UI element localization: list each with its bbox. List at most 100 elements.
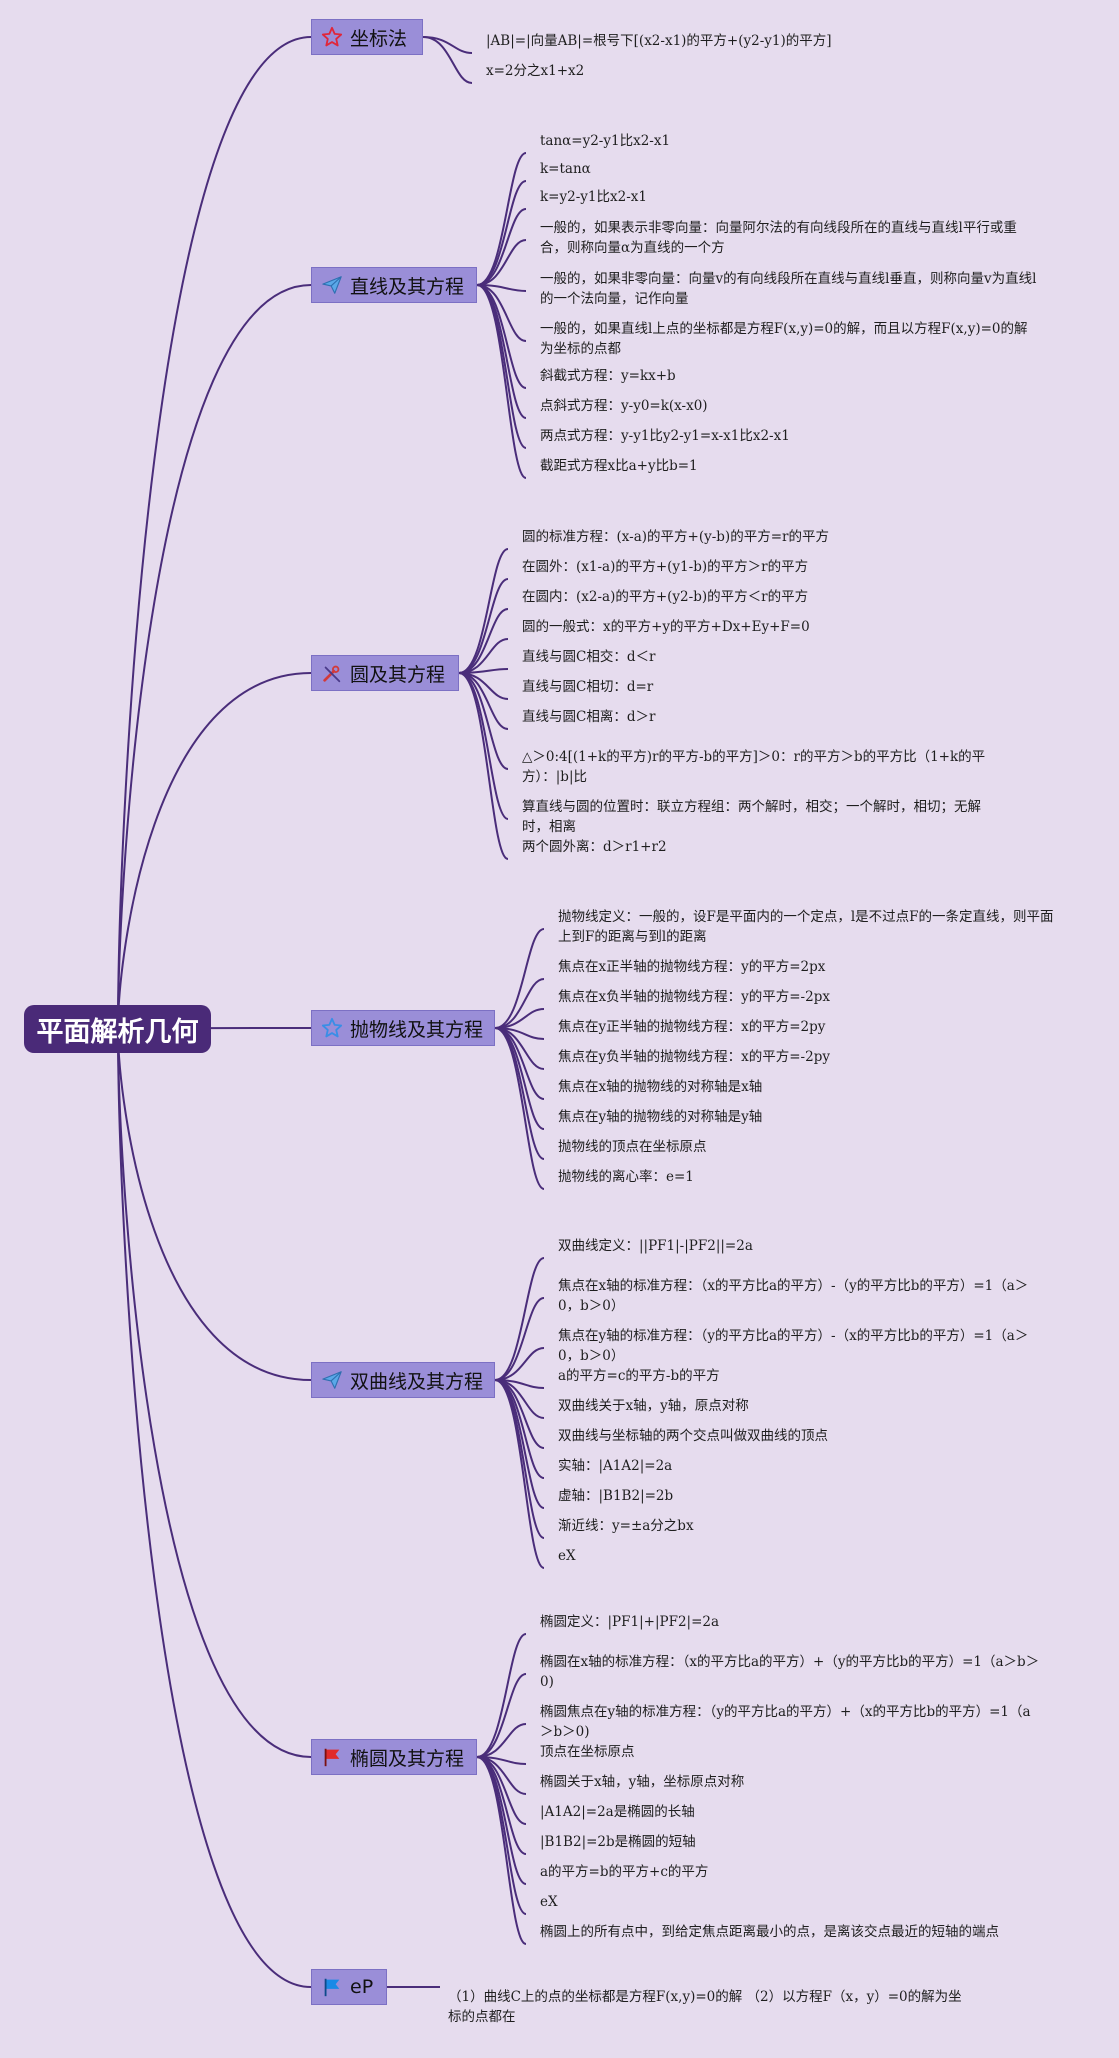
branch-label: 圆及其方程: [350, 663, 446, 686]
leaf-text: 斜截式方程：y=kx+b: [540, 368, 676, 384]
leaf-link: [422, 36, 473, 84]
leaf-text: 圆的一般式：x的平方+y的平方+Dx+Ey+F=0: [522, 619, 810, 635]
leaf-text: 截距式方程x比a+y比b=1: [540, 458, 698, 474]
root-link-6: [117, 1028, 312, 1758]
leaf-text: △＞0:4[(1+k的平方)r的平方-b的平方]＞0：r的平方＞b的平方比（1+…: [522, 749, 986, 785]
branch-label: 直线及其方程: [350, 275, 465, 298]
leaf-text: 椭圆关于x轴，y轴，坐标原点对称: [540, 1774, 745, 1790]
leaf-text: 实轴：|A1A2|=2a: [558, 1458, 673, 1474]
leaf-text: 椭圆定义：|PF1|+|PF2|=2a: [540, 1614, 720, 1630]
leaf-link: [494, 928, 545, 1029]
leaf-text: 一般的，如果表示非零向量：向量阿尔法的有向线段所在的直线与直线l平行或重合，则称…: [540, 220, 1017, 256]
paper-plane-icon: [320, 1368, 344, 1392]
leaf-text: k=y2-y1比x2-x1: [540, 189, 647, 205]
root-link-7: [117, 1028, 312, 1988]
leaf-text: k=tanα: [540, 161, 591, 177]
root-node[interactable]: 平面解析几何: [24, 1005, 211, 1053]
branch-node-3[interactable]: 圆及其方程: [311, 655, 459, 691]
branch-node-7[interactable]: eP: [311, 1969, 387, 2005]
leaf-text: 抛物线的顶点在坐标原点: [558, 1139, 707, 1155]
branch-node-2[interactable]: 直线及其方程: [311, 267, 477, 303]
leaf-text: 椭圆在x轴的标准方程：（x的平方比a的平方）+（y的平方比b的平方）=1（a＞b…: [540, 1654, 1040, 1690]
branch-label: 椭圆及其方程: [350, 1747, 465, 1770]
branch-node-4[interactable]: 抛物线及其方程: [311, 1010, 495, 1046]
leaf-link: [476, 180, 527, 286]
leaf-text: 直线与圆C相交：d＜r: [522, 649, 656, 665]
leaf-text: a的平方=c的平方-b的平方: [558, 1368, 720, 1384]
leaf-text: 焦点在y轴的标准方程：（y的平方比a的平方）-（x的平方比b的平方）=1（a＞0…: [558, 1328, 1029, 1364]
leaf-link: [476, 1723, 527, 1758]
leaf-text: 焦点在y正半轴的抛物线方程：x的平方=2py: [558, 1019, 826, 1035]
paper-plane-icon: [320, 273, 344, 297]
leaf-text: 顶点在坐标原点: [540, 1744, 635, 1760]
leaf-text: |A1A2|=2a是椭圆的长轴: [540, 1804, 695, 1820]
leaf-text: 焦点在x负半轴的抛物线方程：y的平方=-2px: [558, 989, 830, 1005]
leaf-text: eX: [558, 1548, 576, 1564]
branch-label: 双曲线及其方程: [350, 1370, 484, 1393]
leaf-link: [494, 1027, 545, 1190]
leaf-text: 算直线与圆的位置时：联立方程组：两个解时，相交；一个解时，相切；无解时，相离: [522, 799, 981, 835]
branch-node-5[interactable]: 双曲线及其方程: [311, 1362, 495, 1398]
leaf-link: [476, 284, 527, 479]
leaf-text: x=2分之x1+x2: [486, 63, 585, 79]
leaf-text: 焦点在x轴的抛物线的对称轴是x轴: [558, 1079, 763, 1095]
leaf-link: [458, 548, 509, 674]
leaf-text: tanα=y2-y1比x2-x1: [540, 133, 671, 149]
root-link-1: [117, 36, 312, 1030]
leaf-text: 抛物线的离心率：e=1: [558, 1169, 694, 1185]
leaf-link: [476, 239, 527, 286]
leaf-text: 焦点在x正半轴的抛物线方程：y的平方=2px: [558, 959, 826, 975]
leaf-text: 圆的标准方程：(x-a)的平方+(y-b)的平方=r的平方: [522, 529, 829, 545]
branch-node-6[interactable]: 椭圆及其方程: [311, 1739, 477, 1775]
leaf-link: [476, 284, 527, 342]
leaf-link: [458, 578, 509, 674]
leaf-link: [494, 1257, 545, 1381]
leaf-text: 抛物线定义：一般的，设F是平面内的一个定点，l是不过点F的一条定直线，则平面上到…: [558, 909, 1054, 945]
root-link-2: [117, 284, 312, 1030]
root-link-5: [117, 1028, 312, 1381]
star-outline-icon: [320, 25, 344, 49]
branch-label: 坐标法: [350, 27, 408, 50]
leaf-link: [476, 152, 527, 286]
leaf-text: 椭圆焦点在y轴的标准方程：（y的平方比a的平方）+（x的平方比b的平方）=1（a…: [540, 1704, 1031, 1740]
tools-icon: [320, 661, 344, 685]
leaf-text: 虚轴：|B1B2|=2b: [558, 1488, 674, 1504]
leaf-text: 渐近线：y=±a分之bx: [558, 1518, 694, 1534]
leaf-link: [458, 672, 509, 860]
leaf-link: [476, 1673, 527, 1758]
leaf-link: [458, 672, 509, 770]
leaf-text: 点斜式方程：y-y0=k(x-x0): [540, 398, 708, 414]
leaf-text: 焦点在y负半轴的抛物线方程：x的平方=-2py: [558, 1049, 830, 1065]
red-flag-icon: [320, 1745, 344, 1769]
leaf-link: [422, 36, 473, 54]
leaf-text: |B1B2|=2b是椭圆的短轴: [540, 1834, 696, 1850]
leaf-text: 双曲线关于x轴，y轴，原点对称: [558, 1398, 749, 1414]
leaf-text: 椭圆上的所有点中，到给定焦点距离最小的点，是离该交点最近的短轴的端点: [540, 1924, 999, 1940]
leaf-text: （1）曲线C上的点的坐标都是方程F(x,y)=0的解 （2）以方程F（x，y）=…: [448, 1989, 962, 2025]
leaf-text: 焦点在x轴的标准方程：（x的平方比a的平方）-（y的平方比b的平方）=1（a＞0…: [558, 1278, 1029, 1314]
leaf-text: 两点式方程：y-y1比y2-y1=x-x1比x2-x1: [540, 428, 790, 444]
star-outline-icon: [320, 1016, 344, 1040]
leaf-text: 一般的，如果非零向量：向量v的有向线段所在直线与直线l垂直，则称向量v为直线l的…: [540, 271, 1037, 307]
leaf-text: 双曲线定义：||PF1|-|PF2||=2a: [558, 1238, 753, 1254]
root-link-3: [117, 672, 312, 1030]
leaf-text: 双曲线与坐标轴的两个交点叫做双曲线的顶点: [558, 1428, 828, 1444]
leaf-link: [494, 1347, 545, 1381]
leaf-text: 直线与圆C相离：d＞r: [522, 709, 656, 725]
leaf-link: [458, 608, 509, 674]
leaf-link: [494, 1379, 545, 1569]
branch-label: eP: [350, 1976, 374, 1998]
branch-node-1[interactable]: 坐标法: [311, 19, 423, 55]
leaf-text: 在圆内：(x2-a)的平方+(y2-b)的平方＜r的平方: [522, 589, 809, 605]
blue-flag-icon: [320, 1975, 344, 1999]
leaf-text: 焦点在y轴的抛物线的对称轴是y轴: [558, 1109, 763, 1125]
leaf-link: [458, 638, 509, 674]
leaf-text: |AB|=|向量AB|=根号下[(x2-x1)的平方+(y2-y1)的平方]: [486, 33, 832, 49]
leaf-link: [476, 1756, 527, 1945]
branch-label: 抛物线及其方程: [350, 1018, 484, 1041]
leaf-link: [476, 284, 527, 449]
leaf-link: [476, 1633, 527, 1758]
leaf-text: 直线与圆C相切：d=r: [522, 679, 654, 695]
leaf-text: 一般的，如果直线l上点的坐标都是方程F(x,y)=0的解，而且以方程F(x,y)…: [540, 321, 1028, 357]
